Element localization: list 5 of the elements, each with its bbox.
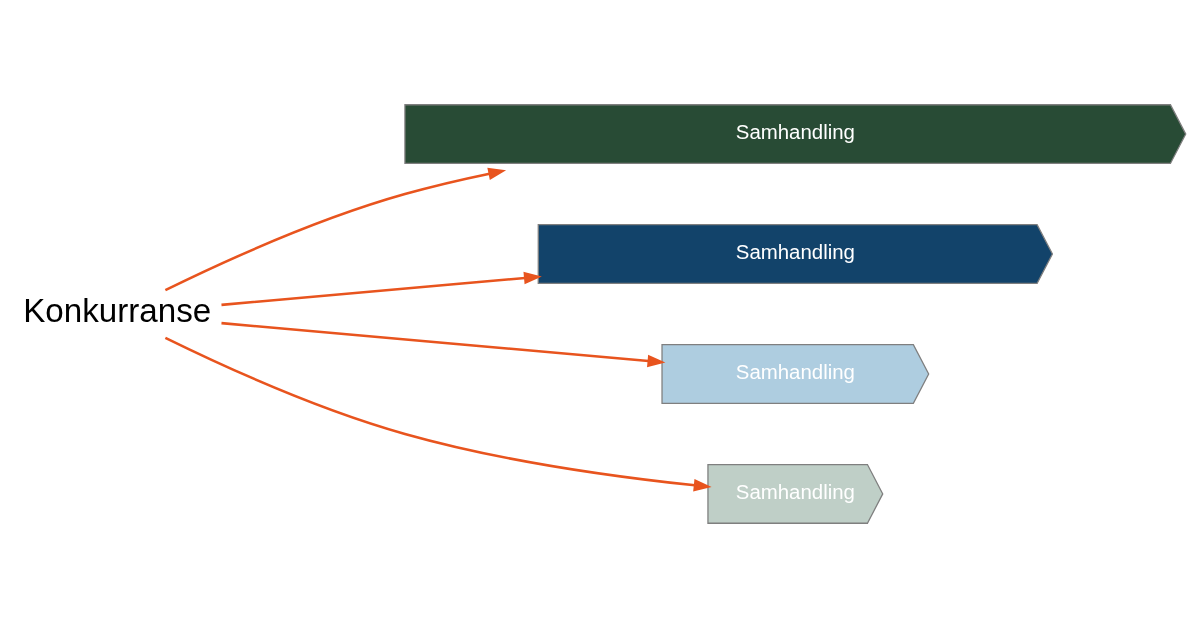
arrow (164, 167, 507, 292)
arrow (164, 336, 712, 492)
arrow (221, 321, 666, 368)
node-text: Konkurranse (23, 292, 212, 330)
arrow (221, 271, 542, 307)
